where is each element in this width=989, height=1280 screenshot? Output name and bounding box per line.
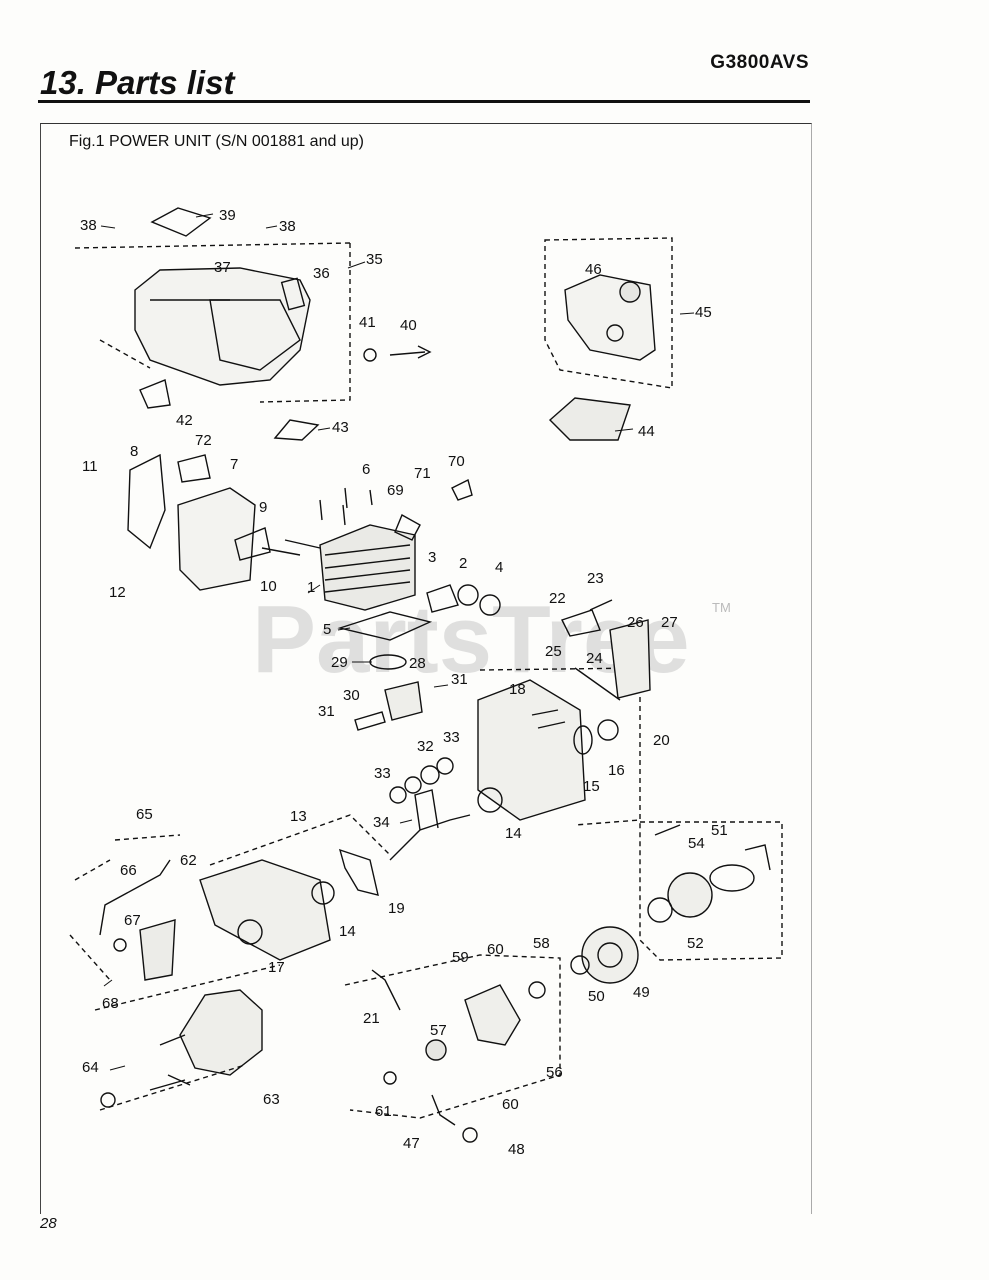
- callout-31: 31: [318, 703, 335, 720]
- callout-26: 26: [627, 614, 644, 631]
- callout-16: 16: [608, 762, 625, 779]
- page-number: 28: [40, 1215, 57, 1232]
- callout-30: 30: [343, 687, 360, 704]
- callout-38: 38: [279, 218, 296, 235]
- callout-43: 43: [332, 419, 349, 436]
- callout-38: 38: [80, 217, 97, 234]
- callout-20: 20: [653, 732, 670, 749]
- callout-23: 23: [587, 570, 604, 587]
- part-drawings: [69, 207, 783, 1143]
- callout-48: 48: [508, 1141, 525, 1158]
- callout-28: 28: [409, 655, 426, 672]
- callout-70: 70: [448, 453, 465, 470]
- callout-44: 44: [638, 423, 655, 440]
- callout-47: 47: [403, 1135, 420, 1152]
- header-rule: [38, 100, 810, 103]
- callout-61: 61: [375, 1103, 392, 1120]
- callout-68: 68: [102, 995, 119, 1012]
- callout-13: 13: [290, 808, 307, 825]
- callout-54: 54: [688, 835, 705, 852]
- callout-33: 33: [374, 765, 391, 782]
- callout-17: 17: [268, 959, 285, 976]
- callout-29: 29: [331, 654, 348, 671]
- callout-42: 42: [176, 412, 193, 429]
- callout-40: 40: [400, 317, 417, 334]
- callout-62: 62: [180, 852, 197, 869]
- callout-11: 11: [82, 458, 98, 475]
- callout-5: 5: [323, 621, 331, 638]
- callout-59: 59: [452, 949, 469, 966]
- callout-4: 4: [495, 559, 503, 576]
- callout-34: 34: [373, 814, 390, 831]
- callout-25: 25: [545, 643, 562, 660]
- callout-69: 69: [387, 482, 404, 499]
- callout-72: 72: [195, 432, 212, 449]
- callout-56: 56: [546, 1064, 563, 1081]
- callout-10: 10: [260, 578, 277, 595]
- callout-65: 65: [136, 806, 153, 823]
- callout-35: 35: [366, 251, 383, 268]
- section-title: 13. Parts list: [40, 64, 235, 101]
- callout-64: 64: [82, 1059, 99, 1076]
- callout-39: 39: [219, 207, 236, 224]
- callout-12: 12: [109, 584, 126, 601]
- callout-7: 7: [230, 456, 238, 473]
- callout-45: 45: [695, 304, 712, 321]
- callout-52: 52: [687, 935, 704, 952]
- callout-63: 63: [263, 1091, 280, 1108]
- callout-31: 31: [451, 671, 468, 688]
- callout-3: 3: [428, 549, 436, 566]
- callout-66: 66: [120, 862, 137, 879]
- watermark-tm: TM: [712, 600, 731, 615]
- callout-46: 46: [585, 261, 602, 278]
- callout-37: 37: [214, 259, 231, 276]
- figure-title: Fig.1 POWER UNIT (S/N 001881 and up): [69, 133, 364, 150]
- callout-58: 58: [533, 935, 550, 952]
- callout-22: 22: [549, 590, 566, 607]
- callout-67: 67: [124, 912, 141, 929]
- callout-49: 49: [633, 984, 650, 1001]
- callout-32: 32: [417, 738, 434, 755]
- callout-19: 19: [388, 900, 405, 917]
- leader-lines: [100, 213, 695, 1071]
- callout-1: 1: [307, 579, 315, 596]
- callout-14: 14: [505, 825, 522, 842]
- model-number: G3800AVS: [710, 52, 809, 73]
- callout-27: 27: [661, 614, 678, 631]
- callout-2: 2: [459, 555, 467, 572]
- figure-frame: [40, 123, 812, 1214]
- callout-8: 8: [130, 443, 138, 460]
- callout-18: 18: [509, 681, 526, 698]
- callout-71: 71: [414, 465, 431, 482]
- callout-60: 60: [487, 941, 504, 958]
- callout-6: 6: [362, 461, 370, 478]
- callout-14: 14: [339, 923, 356, 940]
- callout-15: 15: [583, 778, 600, 795]
- callout-60: 60: [502, 1096, 519, 1113]
- callout-24: 24: [586, 650, 603, 667]
- callout-21: 21: [363, 1010, 380, 1027]
- callout-57: 57: [430, 1022, 447, 1039]
- callout-50: 50: [588, 988, 605, 1005]
- callout-33: 33: [443, 729, 460, 746]
- callout-51: 51: [711, 822, 728, 839]
- callout-36: 36: [313, 265, 330, 282]
- callout-41: 41: [359, 314, 376, 331]
- callout-9: 9: [259, 499, 267, 516]
